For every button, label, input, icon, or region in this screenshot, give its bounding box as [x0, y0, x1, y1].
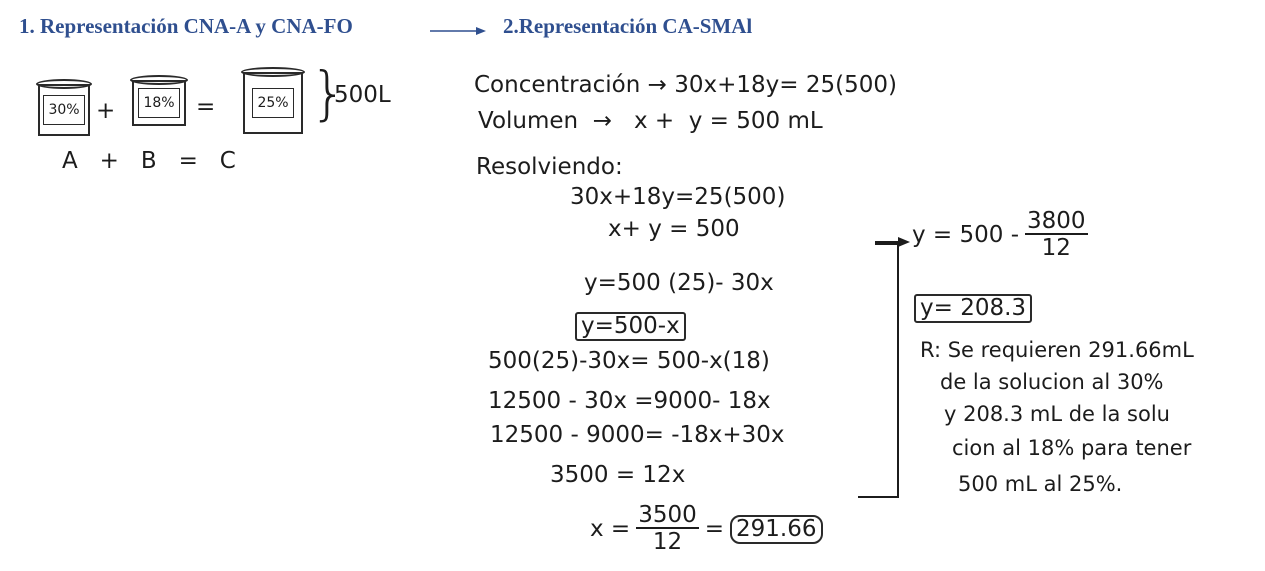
y-prefix: y = 500 -	[912, 221, 1020, 248]
brace-icon: }	[310, 59, 347, 127]
x-numerator: 3500	[636, 502, 699, 529]
heading-representacion-cna: 1. Representación CNA-A y CNA-FO	[19, 14, 353, 38]
step-1: 30x+18y=25(500)	[570, 184, 786, 210]
beaker-b: 18%	[130, 75, 188, 126]
beaker-a: 30%	[36, 79, 92, 136]
step-3: y=500 (25)- 30x	[584, 270, 774, 296]
x-result-line: x = 3500 12 = 291.66	[590, 504, 823, 554]
y-result-line: y = 500 - 3800 12	[912, 210, 1088, 260]
x-fraction: 3500 12	[636, 504, 699, 554]
plus-sign: +	[96, 98, 116, 124]
answer-line-2: de la solucion al 30%	[940, 370, 1164, 394]
beaker-c: 25%	[241, 67, 305, 134]
x-equals: =	[704, 515, 725, 542]
equation-volumen: Volumen → x + y = 500 mL	[478, 108, 823, 134]
step-5: 500(25)-30x= 500-x(18)	[488, 348, 770, 374]
beaker-b-label: 18%	[138, 88, 180, 118]
beaker-a-label: 30%	[43, 95, 85, 125]
step-6: 12500 - 30x =9000- 18x	[488, 388, 771, 414]
answer-line-4: cion al 18% para tener	[952, 436, 1192, 460]
step-7: 12500 - 9000= -18x+30x	[490, 422, 785, 448]
step-8: 3500 = 12x	[550, 462, 686, 488]
arrow-right-icon	[430, 27, 486, 35]
abc-labels: A + B = C	[62, 148, 236, 174]
beaker-c-label: 25%	[252, 88, 294, 118]
answer-line-1: R: Se requieren 291.66mL	[920, 338, 1194, 362]
x-prefix: x =	[590, 515, 631, 542]
volume-label: 500L	[334, 82, 391, 108]
step-2: x+ y = 500	[608, 216, 740, 242]
x-result-boxed: 291.66	[730, 514, 823, 544]
equation-concentracion: Concentración → 30x+18y= 25(500)	[474, 72, 897, 98]
x-denominator: 12	[652, 529, 683, 555]
step-4-boxed: y=500-x	[575, 312, 686, 341]
answer-line-3: y 208.3 mL de la solu	[944, 402, 1170, 426]
y-fraction: 3800 12	[1025, 210, 1088, 260]
answer-line-5: 500 mL al 25%.	[958, 472, 1123, 496]
y-result-boxed: y= 208.3	[914, 294, 1033, 323]
equals-sign: =	[196, 94, 216, 120]
heading-representacion-ca-smal: 2.Representación CA-SMAl	[503, 14, 753, 38]
y-denominator: 12	[1041, 235, 1071, 261]
label-resolviendo: Resolviendo:	[476, 154, 623, 180]
y-numerator: 3800	[1025, 208, 1088, 235]
